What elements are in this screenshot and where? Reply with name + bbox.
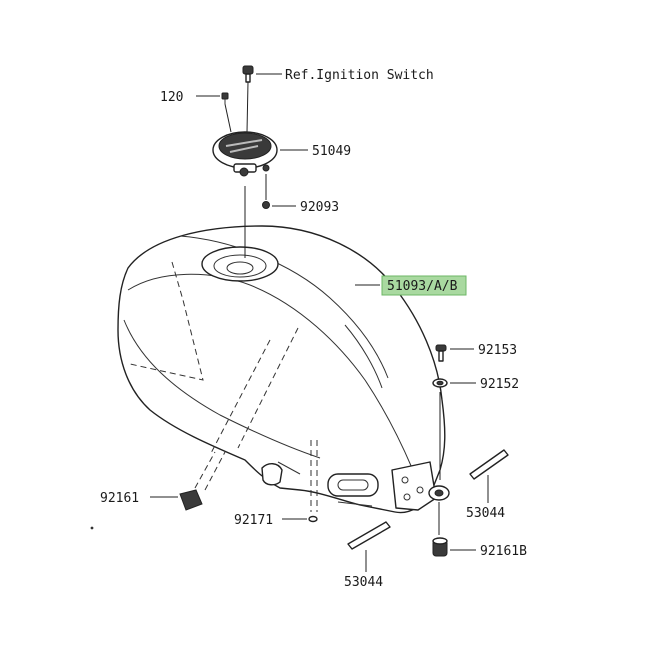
bolt-92153[interactable] [435, 344, 447, 362]
label-92093[interactable]: 92093 [300, 200, 339, 215]
label-92171[interactable]: 92171 [234, 513, 273, 528]
label-53044-bottom[interactable]: 53044 [344, 575, 383, 590]
ignition-bolt[interactable] [242, 65, 254, 83]
label-ref-ignition-switch[interactable]: Ref.Ignition Switch [285, 68, 434, 83]
label-120[interactable]: 120 [160, 90, 183, 105]
rear-mount-boss [428, 485, 450, 501]
oring-92093[interactable] [262, 201, 270, 209]
fuel-tank[interactable] [117, 225, 446, 514]
damper-92161[interactable] [179, 489, 203, 511]
label-53044-right[interactable]: 53044 [466, 506, 505, 521]
label-51049[interactable]: 51049 [312, 144, 351, 159]
rod-53044-bottom[interactable] [347, 521, 391, 550]
label-92152[interactable]: 92152 [480, 377, 519, 392]
collar-92152[interactable] [432, 378, 448, 388]
label-92161[interactable]: 92161 [100, 491, 139, 506]
screw-120[interactable] [221, 92, 229, 104]
label-51093[interactable]: 51093/A/B [387, 279, 458, 294]
label-92161b[interactable]: 92161B [480, 544, 527, 559]
filler-cap[interactable] [212, 131, 278, 177]
rod-53044-right[interactable] [469, 449, 509, 480]
label-92153[interactable]: 92153 [478, 343, 517, 358]
reference-dot [90, 526, 94, 530]
grommet-92171[interactable] [308, 515, 318, 523]
highlight-51093 [381, 275, 467, 296]
damper-92161b[interactable] [432, 537, 448, 557]
